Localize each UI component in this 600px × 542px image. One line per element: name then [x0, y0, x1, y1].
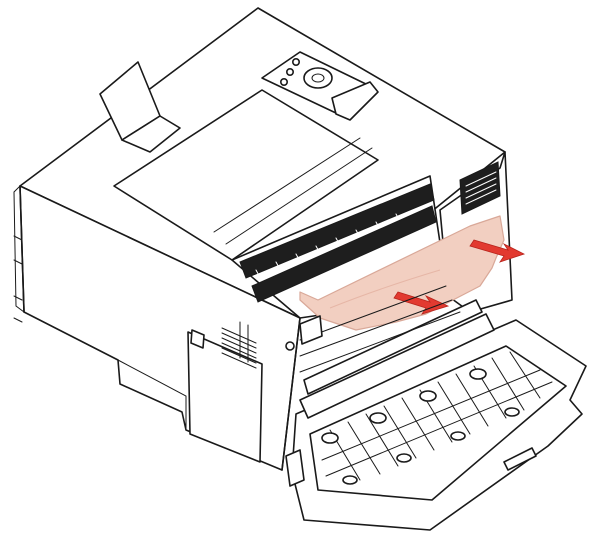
rear-vent-grille — [459, 161, 501, 215]
jammed-paper — [299, 215, 505, 331]
transfer-roller — [299, 313, 495, 419]
arrow-right-icon — [393, 291, 450, 315]
screw-icon — [285, 341, 295, 351]
rear-door-open — [285, 299, 587, 531]
control-dial-icon — [303, 67, 333, 89]
rear-door-hinge — [285, 449, 305, 487]
side-vent-grille — [221, 321, 257, 369]
output-tray — [99, 61, 379, 261]
door-rollers — [321, 368, 520, 485]
side-access-panel — [187, 329, 263, 463]
jammed-paper-sheet — [299, 215, 505, 331]
control-panel-bezel — [331, 81, 379, 121]
rear-door-handle — [503, 447, 537, 471]
arrow-right-icon — [469, 239, 526, 263]
control-panel — [261, 51, 379, 121]
panel-latch — [190, 329, 205, 349]
power-button-icon — [285, 68, 294, 77]
paper-path-cavity — [285, 285, 461, 373]
side-handle-recess — [13, 184, 25, 314]
